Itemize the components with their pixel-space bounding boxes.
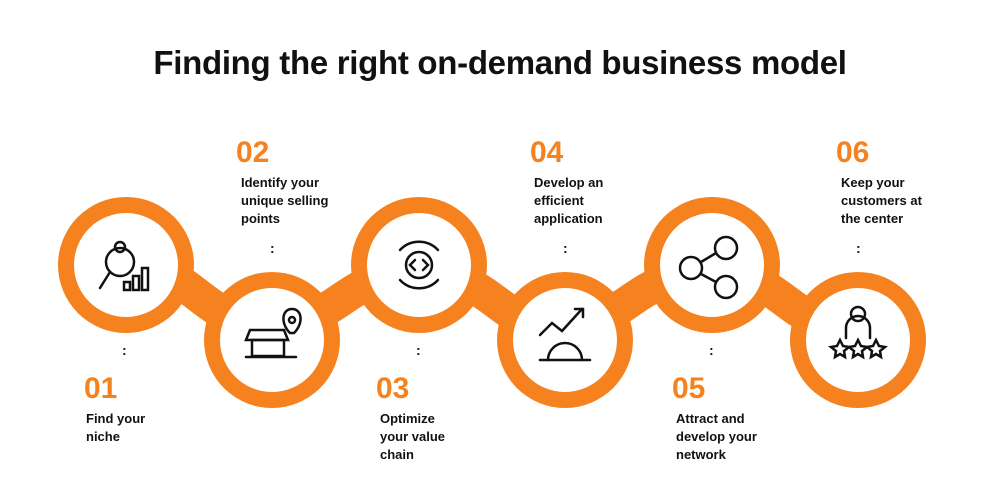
step-5-label: Attract and develop your network: [676, 411, 757, 462]
separator: :: [856, 240, 861, 256]
step-3-number: 03: [376, 372, 410, 405]
step-3-label: Optimize your value chain: [380, 411, 446, 462]
separator: :: [416, 342, 421, 358]
step-2-label: Identify your unique selling points: [241, 175, 329, 226]
step-1-label: Find your niche: [86, 411, 146, 444]
step-5-number: 05: [672, 372, 706, 405]
separator: :: [563, 240, 568, 256]
store-location-icon: [244, 307, 302, 359]
page-title: Finding the right on-demand business mod…: [153, 44, 847, 81]
separator: :: [122, 342, 127, 358]
customer-rating-icon: [828, 305, 888, 360]
step-2-number: 02: [236, 136, 270, 169]
step-4-label: Develop an efficient application: [534, 175, 604, 226]
step-6-label: Keep your customers at the center: [841, 175, 922, 226]
step-4-number: 04: [530, 136, 564, 169]
step-6-number: 06: [836, 136, 870, 169]
code-gear-cycle-icon: [398, 240, 440, 290]
market-research-icon: [98, 240, 150, 292]
separator: :: [270, 240, 275, 256]
separator: :: [709, 342, 714, 358]
growth-gear-icon: [538, 307, 592, 362]
step-1-number: 01: [84, 372, 118, 405]
network-users-icon: [678, 235, 739, 300]
